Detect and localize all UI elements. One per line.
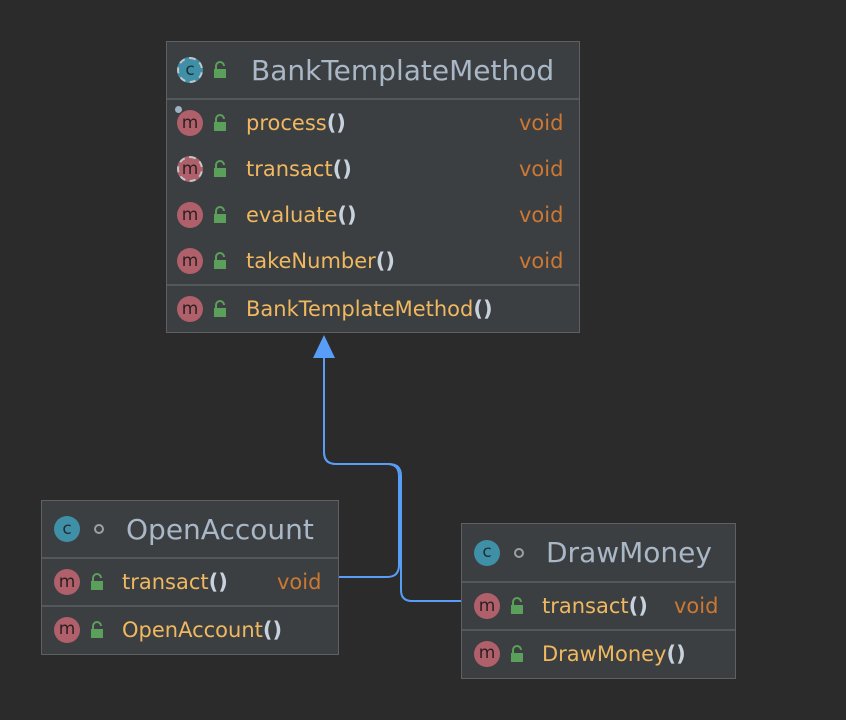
method-row-transact[interactable]: m transact () void (42, 559, 338, 605)
constructor-row[interactable]: m DrawMoney () (462, 629, 735, 676)
method-icon: m (474, 593, 500, 619)
constructor-name: OpenAccount (122, 617, 263, 642)
method-name: transact (122, 570, 209, 594)
method-parens: () (375, 249, 395, 273)
override-badge-icon (175, 106, 182, 113)
class-header: c OpenAccount (42, 501, 338, 559)
inheritance-arrowhead (313, 335, 335, 358)
method-name: takeNumber (246, 249, 376, 273)
method-name: transact (246, 157, 333, 181)
package-private-icon (94, 524, 104, 534)
method-icon: m (177, 296, 203, 322)
return-type: void (674, 594, 719, 618)
method-parens: () (326, 111, 346, 135)
public-lock-icon (213, 61, 229, 79)
class-node-drawmoney[interactable]: c DrawMoney m transact () void m DrawMon… (461, 523, 736, 679)
return-type: void (519, 203, 564, 227)
constructor-name: DrawMoney (542, 641, 667, 666)
method-name: evaluate (246, 203, 338, 227)
class-node-openaccount[interactable]: c OpenAccount m transact () void m OpenA… (41, 500, 339, 655)
class-header: c DrawMoney (462, 524, 735, 583)
method-parens: () (208, 570, 228, 594)
method-row-transact[interactable]: m transact () void (167, 146, 579, 192)
method-icon: m (177, 248, 203, 274)
method-icon: m (177, 202, 203, 228)
edge-drawmoney-to-bank (323, 358, 462, 602)
method-row-evaluate[interactable]: m evaluate () void (167, 192, 579, 238)
class-name: DrawMoney (546, 536, 712, 569)
public-lock-icon (213, 206, 229, 224)
public-lock-icon (213, 160, 229, 178)
method-name: transact (542, 594, 629, 618)
method-parens: () (332, 157, 352, 181)
method-icon: m (177, 110, 203, 136)
return-type: void (277, 570, 322, 594)
method-row-takenumber[interactable]: m takeNumber () void (167, 238, 579, 284)
method-icon: m (54, 616, 80, 643)
constructor-name: BankTemplateMethod (246, 297, 474, 321)
abstract-method-icon: m (177, 156, 203, 182)
method-row-process[interactable]: m process () void (167, 100, 579, 146)
public-lock-icon (510, 644, 526, 663)
constructor-row[interactable]: m OpenAccount () (42, 605, 338, 652)
method-icon: m (474, 640, 500, 667)
method-parens: () (262, 617, 283, 642)
public-lock-icon (90, 620, 106, 639)
method-name: process (246, 111, 327, 135)
class-node-banktemplatemethod[interactable]: c BankTemplateMethod m process () void m… (166, 41, 580, 333)
method-icon: m (54, 569, 80, 595)
class-name: BankTemplateMethod (251, 53, 555, 87)
public-lock-icon (213, 300, 229, 318)
method-parens: () (337, 203, 357, 227)
public-lock-icon (213, 252, 229, 270)
method-parens: () (473, 297, 493, 321)
return-type: void (519, 111, 564, 135)
public-lock-icon (510, 597, 526, 615)
class-name: OpenAccount (126, 512, 314, 546)
method-parens: () (666, 641, 686, 666)
method-parens: () (628, 594, 648, 618)
class-icon: c (474, 539, 500, 566)
class-header: c BankTemplateMethod (167, 42, 579, 100)
constructor-row[interactable]: m BankTemplateMethod () (167, 284, 579, 332)
class-icon: c (54, 516, 80, 542)
return-type: void (519, 157, 564, 181)
package-private-icon (514, 547, 524, 558)
public-lock-icon (213, 114, 229, 132)
return-type: void (519, 249, 564, 273)
method-row-transact[interactable]: m transact () void (462, 583, 735, 629)
public-lock-icon (90, 573, 106, 591)
abstract-class-icon: c (177, 57, 203, 83)
